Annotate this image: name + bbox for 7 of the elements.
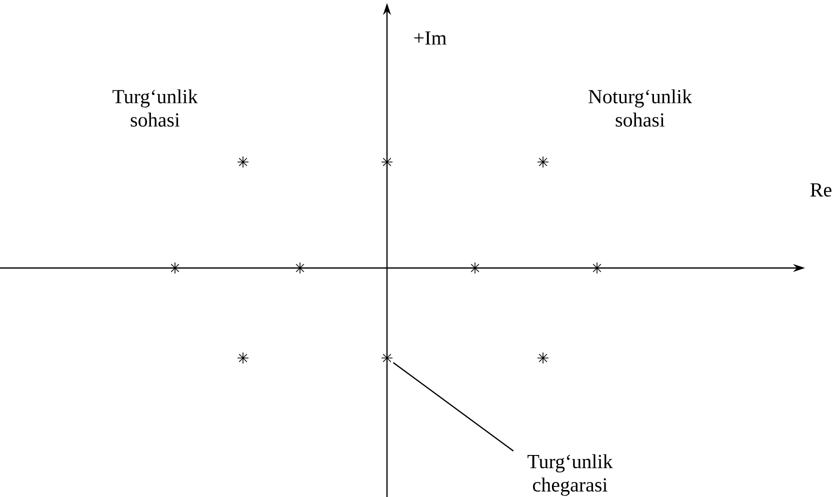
leader-line: [392, 362, 514, 452]
region-label: Noturg‘unlik sohasi: [588, 89, 692, 127]
axis-label: Re: [810, 183, 832, 197]
axis-label: +Im: [414, 31, 446, 45]
boundary-label: Turg‘unlik chegarasi: [528, 454, 613, 496]
region-label: Turg‘unlik sohasi: [112, 89, 198, 127]
root-mark: [381, 352, 393, 364]
